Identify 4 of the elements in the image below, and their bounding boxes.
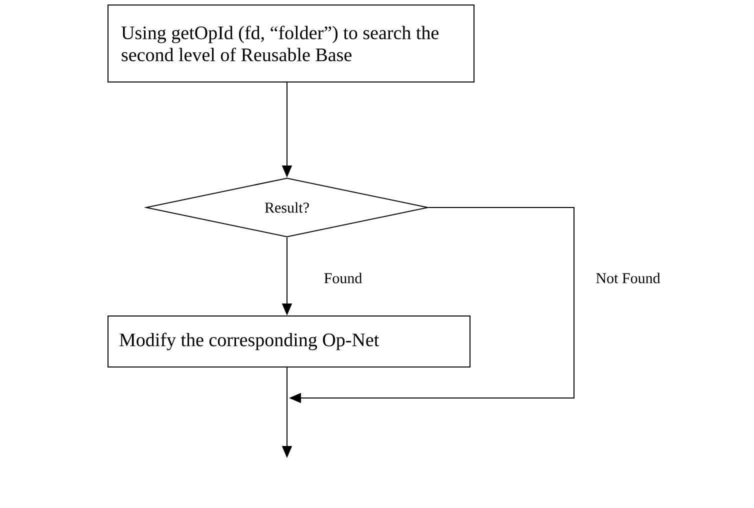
process-box: Using getOpId (fd, “folder”) to search the second level of Reusable Base [108, 4, 474, 82]
edge-label: Found [322, 272, 364, 284]
edge-label: Not Found [594, 272, 662, 284]
process-box: Modify the corresponding Op-Net [108, 316, 470, 368]
